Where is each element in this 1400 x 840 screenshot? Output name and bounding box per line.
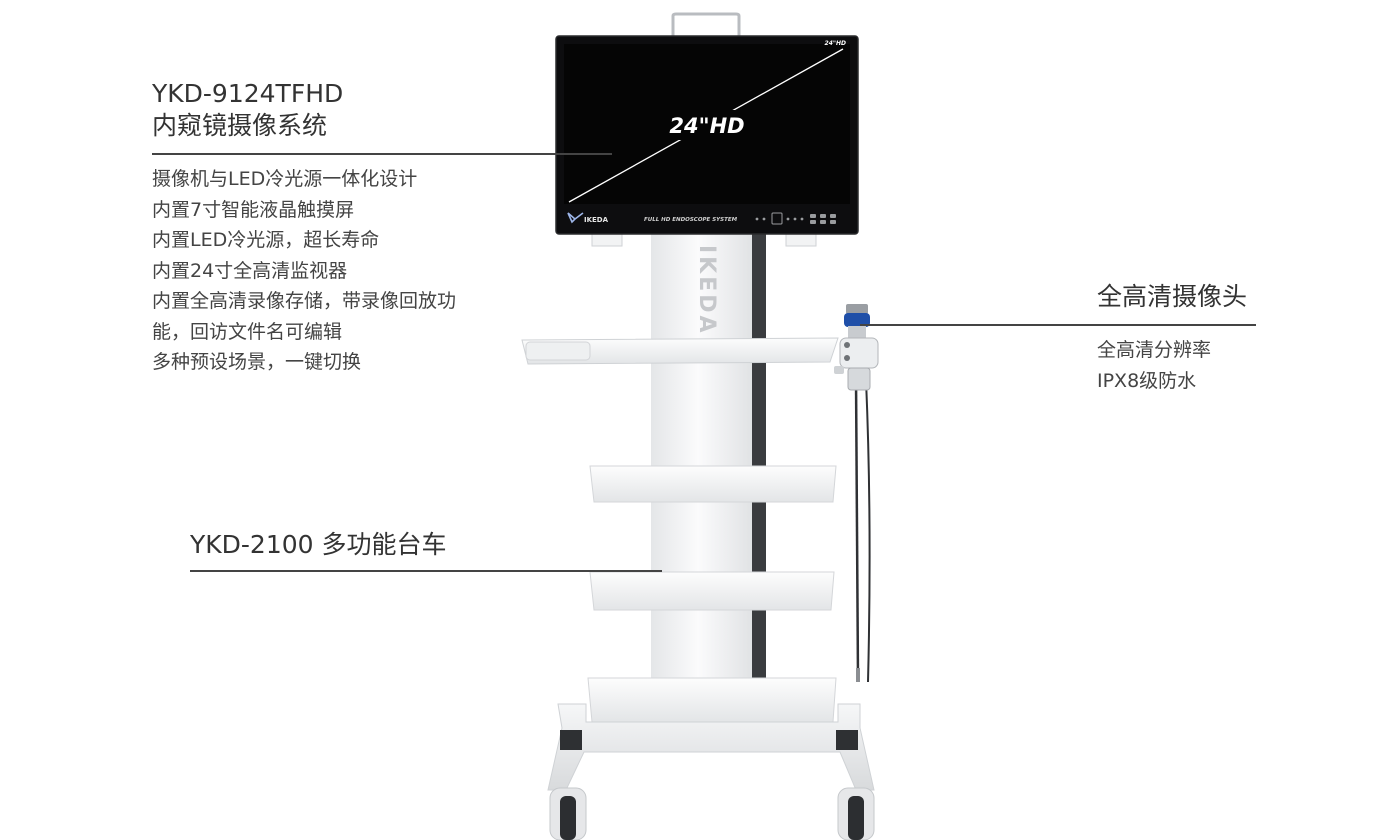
trolley-title: YKD-2100 多功能台车 <box>190 530 447 559</box>
system-feature-item: 多种预设场景，一键切换 <box>152 351 362 373</box>
camera-feature-item: 全高清分辨率 <box>1097 339 1212 361</box>
screen-label: 24"HD <box>669 114 744 138</box>
system-feature-item: 能，回访文件名可编辑 <box>152 320 343 343</box>
camera-title: 全高清摄像头 <box>1097 282 1248 311</box>
monitor-control-buttons <box>755 212 836 225</box>
monitor: 24"HD 24"HD IKEDA FULL HD ENDOSCOPE SYST… <box>555 35 859 247</box>
system-feature-item: 摄像机与LED冷光源一体化设计 <box>152 168 418 190</box>
top-tray <box>521 337 839 365</box>
camera-leader-line <box>860 324 1256 326</box>
camera-head <box>834 304 879 683</box>
camera-feature-item: IPX8级防水 <box>1097 369 1197 392</box>
corner-label: 24"HD <box>825 40 846 47</box>
caster-wheel-left <box>549 787 587 840</box>
caster-wheel-right <box>837 787 875 840</box>
monitor-brand: IKEDA <box>584 216 609 224</box>
system-model: YKD-9124TFHD <box>152 79 344 108</box>
camera-coupler-ring <box>844 313 870 327</box>
monitor-handle <box>671 12 741 38</box>
shelf-3 <box>587 677 837 723</box>
system-feature-item: 内置全高清录像存储，带录像回放功 <box>152 290 457 312</box>
trolley-leader-line <box>190 570 662 572</box>
shelf-1 <box>589 465 837 503</box>
system-feature-list: 摄像机与LED冷光源一体化设计 内置7寸智能液晶触摸屏 内置LED冷光源，超长寿… <box>152 164 552 378</box>
system-feature-item: 内置LED冷光源，超长寿命 <box>152 229 380 251</box>
system-feature-item: 内置7寸智能液晶触摸屏 <box>152 198 355 221</box>
system-name: 内窥镜摄像系统 <box>152 111 328 140</box>
system-leader-line <box>152 153 612 155</box>
bezel-text: FULL HD ENDOSCOPE SYSTEM <box>644 217 738 223</box>
shelf-2 <box>589 571 835 611</box>
pole-brand-text: IKEDA <box>694 245 719 336</box>
system-feature-item: 内置24寸全高清监视器 <box>152 259 348 282</box>
camera-feature-list: 全高清分辨率 IPX8级防水 <box>1097 335 1211 396</box>
brand-logo-icon <box>567 212 584 224</box>
